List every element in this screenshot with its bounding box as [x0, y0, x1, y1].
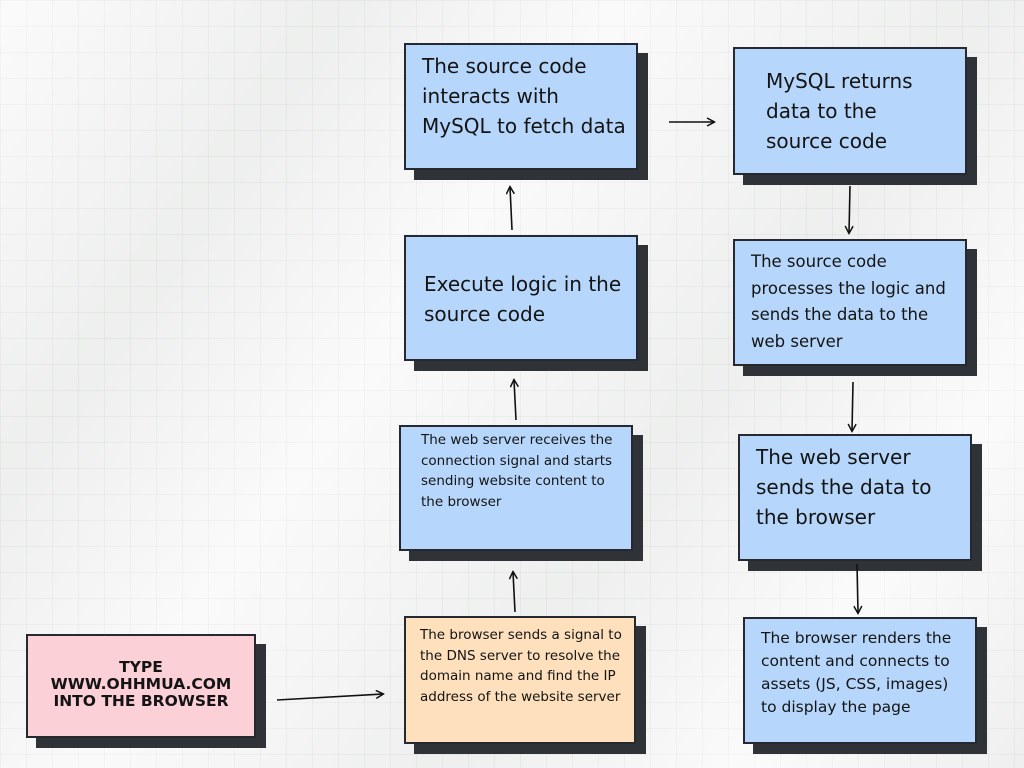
- step-process-logic: The source code processes the logic and …: [733, 239, 967, 366]
- step-execute-logic: Execute logic in the source code: [404, 235, 638, 361]
- step-type-url: TYPE WWW.OHHMUA.COM INTO THE BROWSER: [26, 634, 256, 738]
- step-process-logic-text: The source code processes the logic and …: [751, 252, 946, 351]
- arrow-start-to-dns: [276, 694, 383, 701]
- arrow-mysql-to-process: [849, 185, 850, 233]
- step-server-receives: The web server receives the connection s…: [399, 425, 633, 551]
- step-browser-renders: The browser renders the content and conn…: [743, 617, 977, 744]
- arrow-execute-to-fetch: [510, 187, 512, 231]
- step-server-receives-text: The web server receives the connection s…: [421, 432, 613, 510]
- step-mysql-returns: MySQL returns data to the source code: [733, 47, 967, 175]
- step-fetch-data-text: The source code interacts with MySQL to …: [422, 54, 626, 138]
- step-server-sends: The web server sends the data to the bro…: [738, 434, 972, 561]
- step-dns-lookup-text: The browser sends a signal to the DNS se…: [420, 627, 622, 705]
- arrow-dns-to-server: [513, 572, 515, 613]
- arrow-sends-to-renders: [857, 563, 858, 613]
- arrow-server-to-execute: [514, 380, 516, 421]
- step-dns-lookup: The browser sends a signal to the DNS se…: [404, 616, 636, 744]
- step-server-sends-text: The web server sends the data to the bro…: [756, 445, 932, 529]
- step-execute-logic-text: Execute logic in the source code: [424, 272, 622, 326]
- step-browser-renders-text: The browser renders the content and conn…: [761, 629, 952, 716]
- step-mysql-returns-text: MySQL returns data to the source code: [766, 69, 913, 153]
- step-fetch-data: The source code interacts with MySQL to …: [404, 43, 638, 170]
- arrow-process-to-sends: [852, 381, 853, 431]
- step-type-url-text: TYPE WWW.OHHMUA.COM INTO THE BROWSER: [50, 658, 232, 710]
